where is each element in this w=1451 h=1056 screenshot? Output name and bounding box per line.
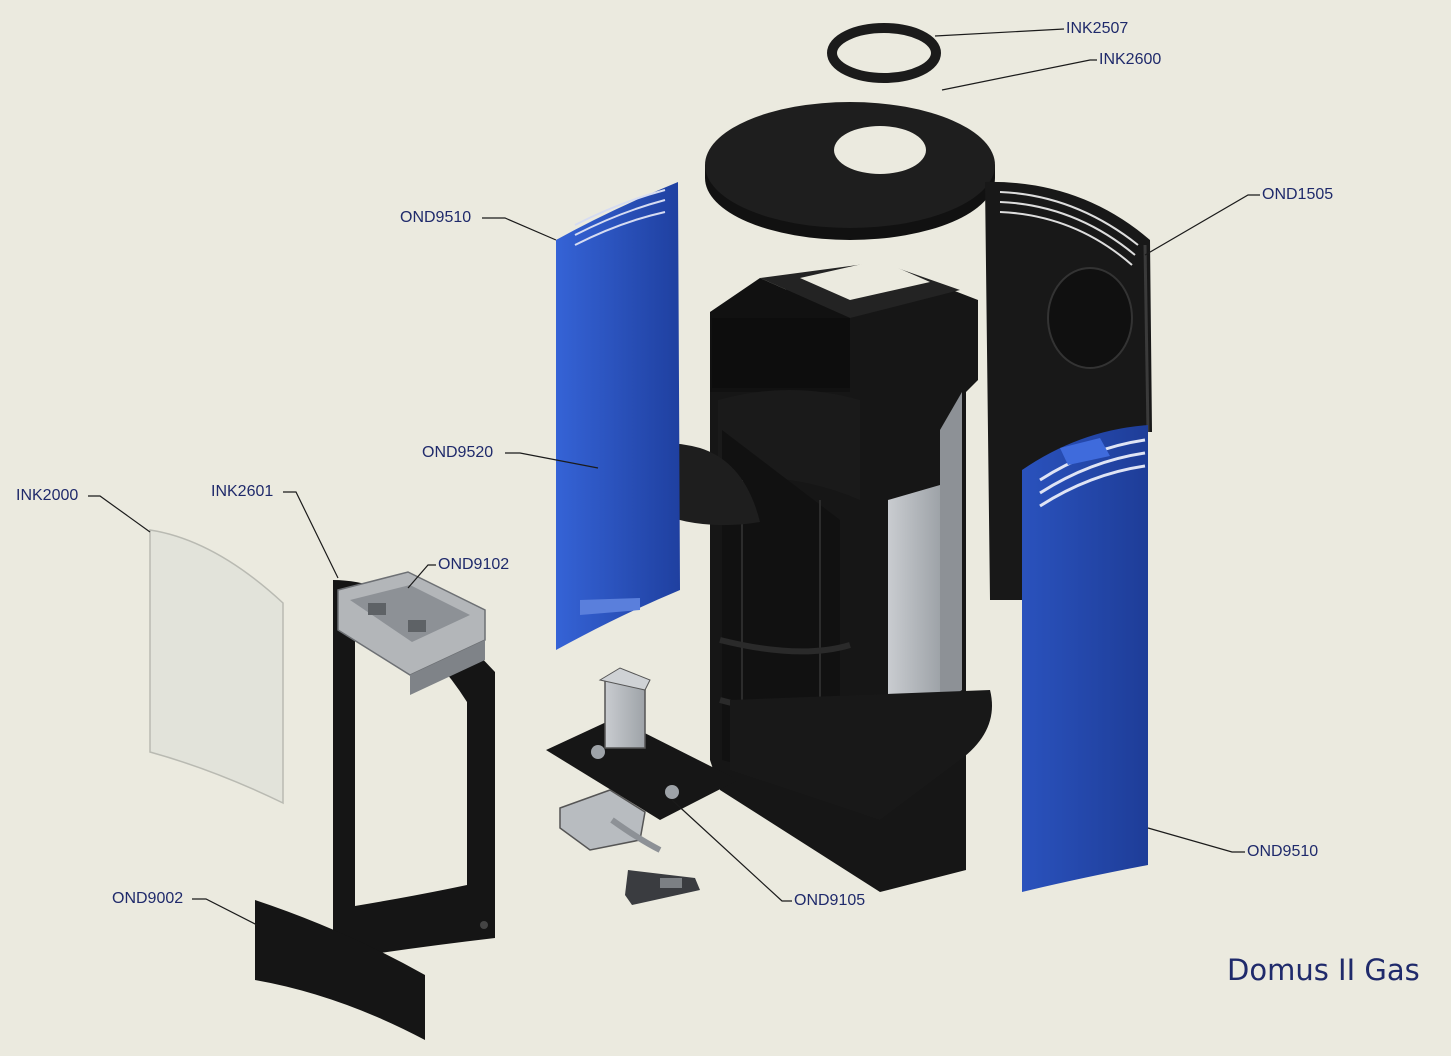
label-ond1505: OND1505 <box>1262 186 1334 203</box>
firebox-body <box>710 260 992 892</box>
leader-ond9510-left <box>482 217 557 241</box>
label-ond9510-left: OND9510 <box>400 209 472 226</box>
gasket-ring-ink2507 <box>827 23 941 83</box>
leader-ink2600 <box>941 59 1097 91</box>
leader-ink2601 <box>283 491 339 579</box>
leader-ond9102 <box>407 564 436 589</box>
side-panel-left-ond9510 <box>556 182 680 650</box>
leader-ond9105 <box>671 799 792 902</box>
label-ond9102: OND9102 <box>438 556 510 573</box>
lower-panel-ond9002 <box>255 900 425 1040</box>
side-panel-right-ond9510 <box>1022 425 1148 892</box>
label-ond9520: OND9520 <box>422 444 494 461</box>
leader-lines <box>88 28 1260 926</box>
diagram-title: Domus II Gas <box>1227 953 1420 987</box>
leader-ond9002 <box>192 898 258 926</box>
door-frame-ink2601 <box>333 580 495 960</box>
leader-ink2000 <box>88 495 151 533</box>
burner-ond9102 <box>337 571 486 695</box>
leader-ond9520 <box>505 452 599 469</box>
label-ink2601: INK2601 <box>211 483 274 500</box>
leader-ond1505 <box>1144 194 1260 256</box>
label-ond9002: OND9002 <box>112 890 184 907</box>
leader-ink2507 <box>934 28 1065 37</box>
valve-assembly-ond9105 <box>546 667 738 905</box>
label-ink2000: INK2000 <box>16 487 79 504</box>
label-ond9510-right: OND9510 <box>1247 843 1319 860</box>
top-plate-ink2600 <box>705 102 995 240</box>
glass-panel-ink2000 <box>149 529 284 805</box>
label-ink2600: INK2600 <box>1099 51 1162 68</box>
label-ink2507: INK2507 <box>1066 20 1129 37</box>
label-ond9105: OND9105 <box>794 892 866 909</box>
leader-ond9510-right <box>1147 827 1245 853</box>
